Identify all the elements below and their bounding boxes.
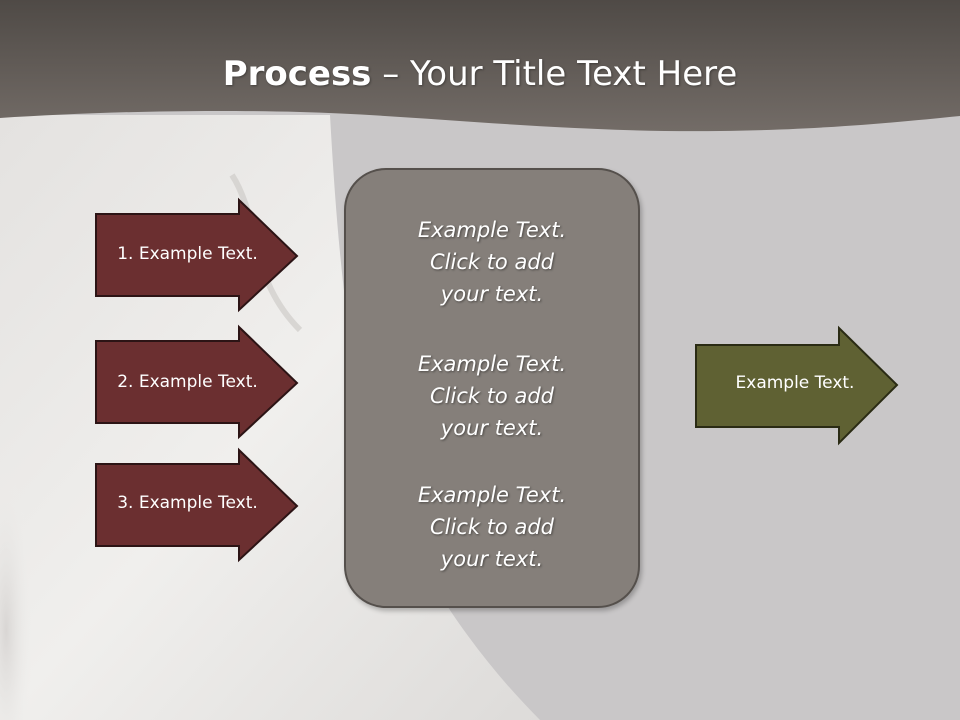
arrow-shape (95, 197, 299, 313)
text-line: Example Text. (417, 218, 567, 242)
input-arrow-label: 1. Example Text. (117, 244, 258, 264)
output-arrow: Example Text. (695, 325, 900, 446)
text-line: Click to add (429, 250, 554, 274)
input-arrow-label: 3. Example Text. (117, 493, 258, 513)
arrow-shape (695, 325, 899, 446)
input-arrow-label: 2. Example Text. (117, 372, 258, 392)
arrow-shape (95, 324, 299, 440)
arrow-shape (95, 447, 299, 563)
text-line: Example Text. (417, 483, 567, 507)
input-arrow-2: 2. Example Text. (95, 324, 300, 440)
input-arrow-3: 3. Example Text. (95, 447, 300, 563)
text-line: your text. (440, 282, 544, 306)
output-arrow-label: Example Text. (735, 373, 855, 393)
text-line: Click to add (429, 384, 554, 408)
process-text-block-1: Example Text. Click to add your text. (346, 214, 638, 310)
process-box: Example Text. Click to add your text. Ex… (344, 168, 640, 608)
process-text-block-3: Example Text. Click to add your text. (346, 479, 638, 575)
title-rest: – Your Title Text Here (371, 54, 738, 94)
page-title: Process – Your Title Text Here (0, 52, 960, 96)
text-line: Example Text. (417, 352, 567, 376)
input-arrow-1: 1. Example Text. (95, 197, 300, 313)
text-line: Click to add (429, 515, 554, 539)
title-bold: Process (222, 54, 372, 94)
text-line: your text. (440, 547, 544, 571)
text-line: your text. (440, 416, 544, 440)
process-text-block-2: Example Text. Click to add your text. (346, 348, 638, 444)
